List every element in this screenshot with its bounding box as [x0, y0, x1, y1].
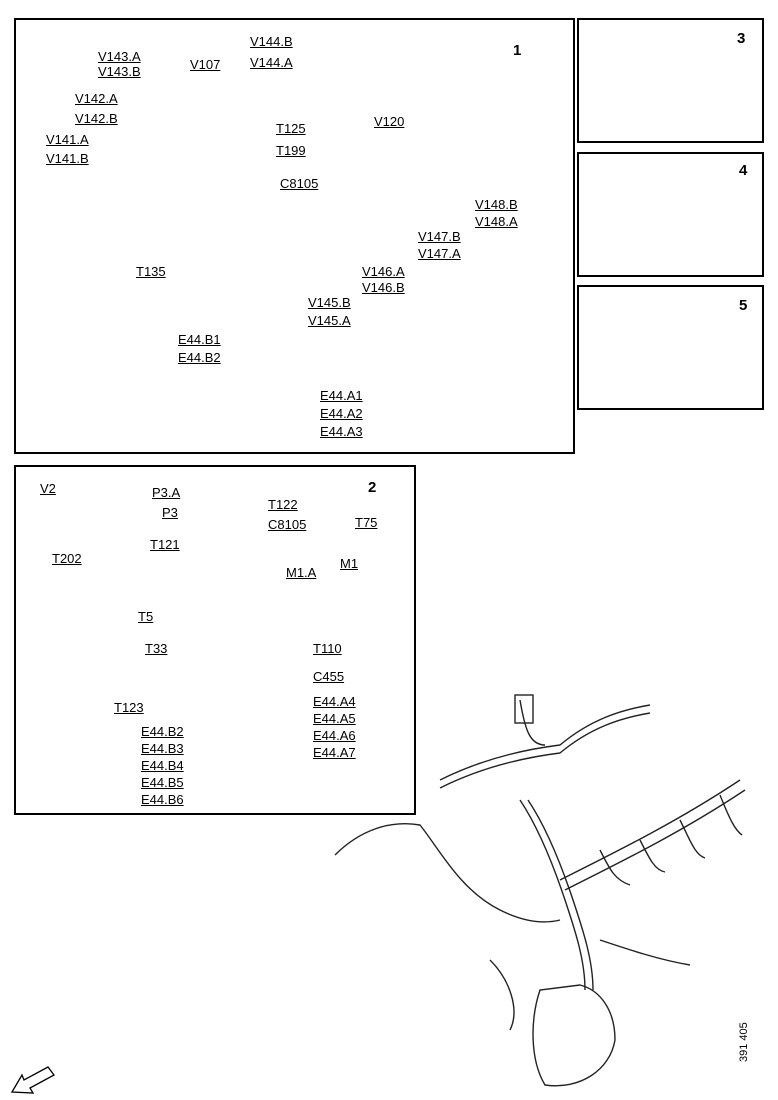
label-t121: T121 — [150, 537, 180, 552]
harness-main-drawing — [334, 694, 746, 1087]
label-v141a: V141.A — [46, 132, 89, 147]
label-e44a3: E44.A3 — [320, 424, 363, 439]
label-t110: T110 — [313, 641, 342, 656]
label-t33: T33 — [145, 641, 168, 656]
label-v120: V120 — [374, 114, 405, 129]
document-id: 391 405 — [738, 1022, 750, 1062]
panel-1: 1 — [14, 18, 575, 454]
label-e44a2: E44.A2 — [320, 406, 363, 421]
label-p3: P3 — [162, 505, 178, 520]
label-c455: C455 — [313, 669, 345, 684]
panel-4: 4 — [577, 152, 764, 277]
label-v144b: V144.B — [250, 34, 293, 49]
label-e44b6: E44.B6 — [141, 792, 184, 807]
label-p3a: P3.A — [152, 485, 181, 500]
label-e44a6: E44.A6 — [313, 728, 356, 743]
panel-2: 2 — [14, 465, 416, 815]
label-e44a5: E44.A5 — [313, 711, 356, 726]
label-v147a: V147.A — [418, 246, 461, 261]
panel-number: 2 — [368, 479, 377, 496]
label-v2: V2 — [40, 481, 56, 496]
label-t75: T75 — [355, 515, 378, 530]
panel-number: 5 — [739, 297, 748, 314]
label-t123: T123 — [114, 700, 144, 715]
label-v148a: V148.A — [475, 214, 518, 229]
label-t202: T202 — [52, 551, 82, 566]
label-e44a7: E44.A7 — [313, 745, 356, 760]
arrow-southwest-icon — [10, 1066, 55, 1094]
label-e44b5: E44.B5 — [141, 775, 184, 790]
label-v143a: V143.A — [98, 49, 141, 64]
label-v143b: V143.B — [98, 64, 141, 79]
label-t122: T122 — [268, 497, 298, 512]
label-e44b2-2: E44.B2 — [141, 724, 184, 739]
label-v107: V107 — [190, 57, 221, 72]
label-e44b1: E44.B1 — [178, 332, 221, 347]
label-v146b: V146.B — [362, 280, 405, 295]
label-v142a: V142.A — [75, 91, 118, 106]
label-m1: M1 — [340, 556, 359, 571]
panel-number: 3 — [737, 30, 746, 47]
label-v145a: V145.A — [308, 313, 351, 328]
panel-number: 1 — [513, 42, 522, 59]
panel-5: 5 — [577, 285, 764, 410]
label-t5: T5 — [138, 609, 154, 624]
label-c8105-2: C8105 — [268, 517, 307, 532]
label-v141b: V141.B — [46, 151, 89, 166]
label-v144a: V144.A — [250, 55, 293, 70]
label-v142b: V142.B — [75, 111, 118, 126]
label-e44a1: E44.A1 — [320, 388, 363, 403]
label-v146a: V146.A — [362, 264, 405, 279]
label-v148b: V148.B — [475, 197, 518, 212]
label-e44b4: E44.B4 — [141, 758, 184, 773]
label-c8105: C8105 — [280, 176, 319, 191]
label-t125: T125 — [276, 121, 306, 136]
label-t135: T135 — [136, 264, 166, 279]
panel-number: 4 — [739, 162, 748, 179]
label-e44b2: E44.B2 — [178, 350, 221, 365]
label-t199: T199 — [276, 143, 306, 158]
label-m1a: M1.A — [286, 565, 317, 580]
panel-3: 3 — [577, 18, 764, 143]
label-v145b: V145.B — [308, 295, 351, 310]
label-v147b: V147.B — [418, 229, 461, 244]
label-e44a4: E44.A4 — [313, 694, 356, 709]
label-e44b3: E44.B3 — [141, 741, 184, 756]
